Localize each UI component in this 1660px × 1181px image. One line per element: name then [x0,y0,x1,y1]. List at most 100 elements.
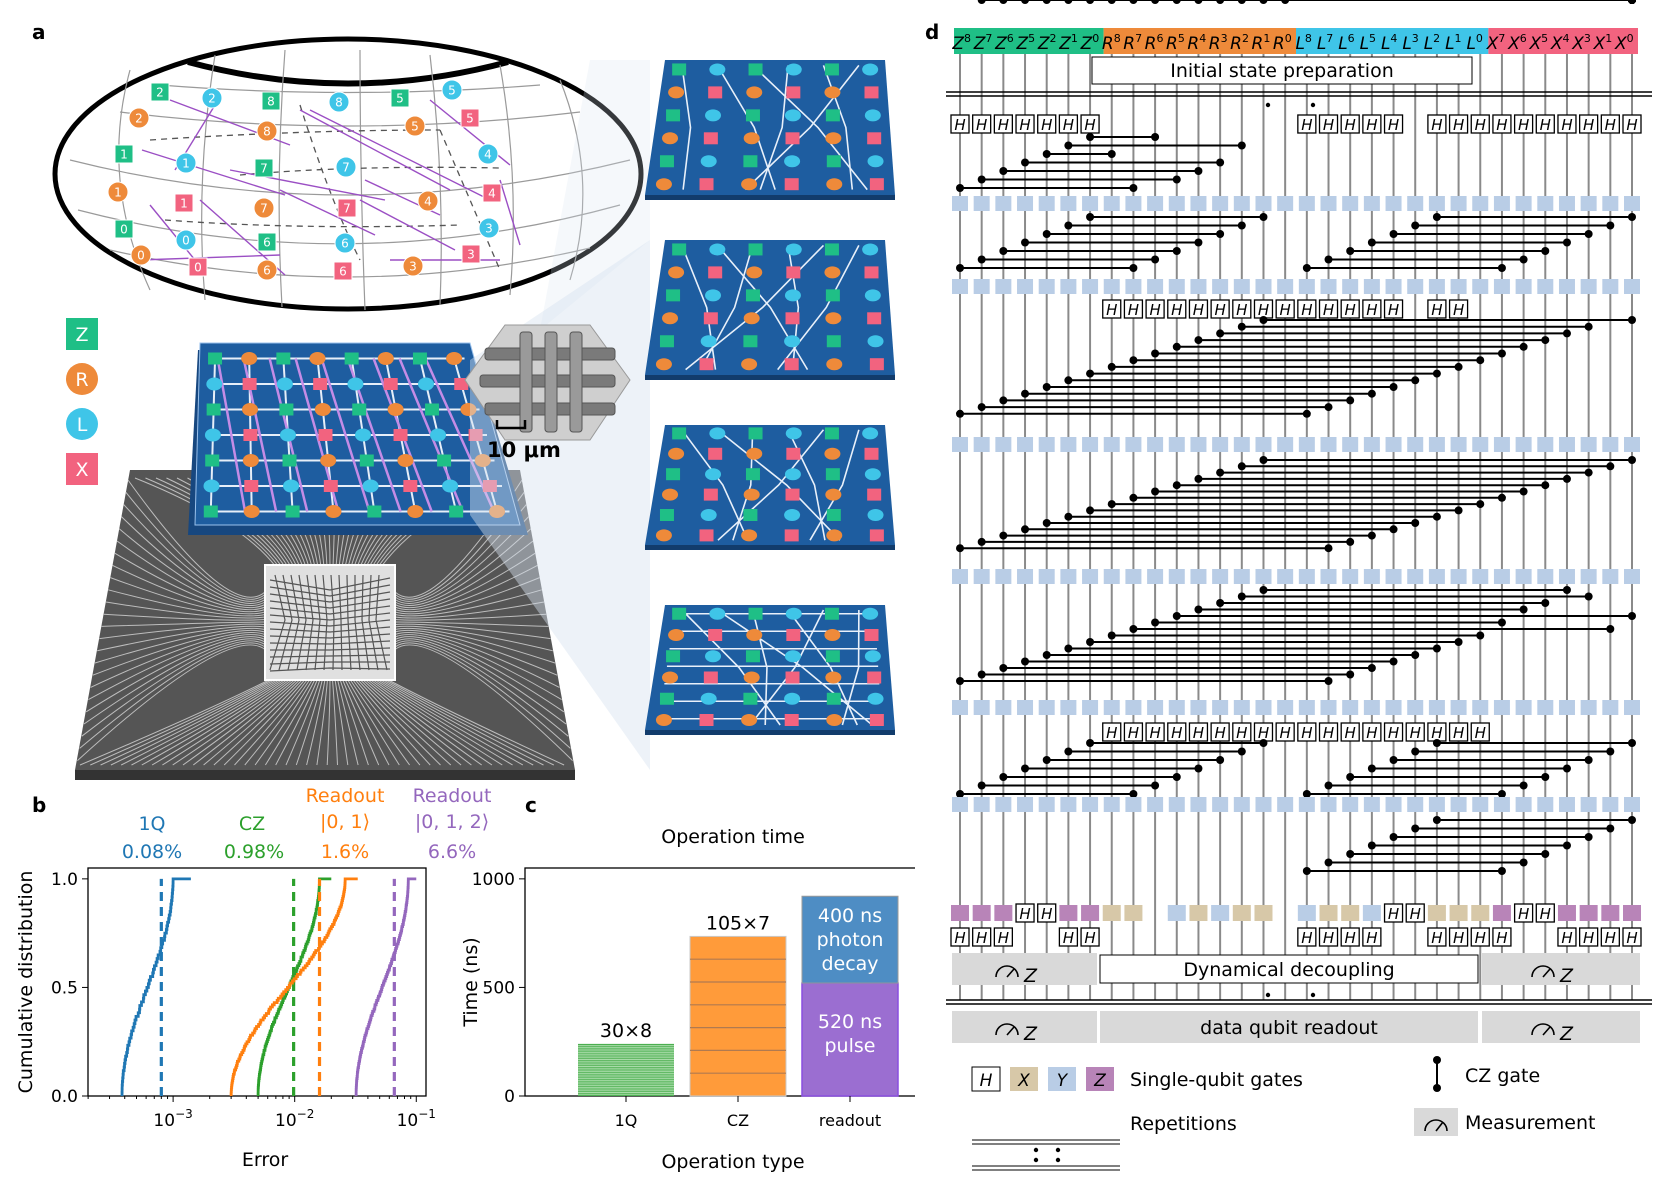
d-h-gate [1362,927,1382,947]
torus-node-label: 6 [263,236,271,250]
svg-text:H: H [1280,301,1291,319]
d-h-gate [1362,114,1382,134]
svg-text:H: H [1193,301,1204,319]
svg-text:H: H [1323,301,1334,319]
svg-text:H: H [1475,724,1486,742]
svg-text:H: H [1345,929,1356,947]
d-h-gate [1015,114,1035,134]
d-h-gate [1188,299,1209,319]
d-h-gate [1145,722,1165,742]
d-header-label: L4 [1381,32,1397,54]
b-header-name-2: Readout [306,785,385,807]
d-h-gate [1275,299,1295,319]
legend-gate-h [971,1066,1001,1092]
svg-text:H: H [1301,724,1312,742]
svg-text:H: H [1019,905,1030,923]
svg-text:H: H [1171,724,1182,742]
d-readout-label: data qubit readout [1200,1017,1378,1039]
svg-text:H: H [1345,301,1356,319]
svg-text:H: H [1149,301,1160,319]
d-h-gate [1492,927,1512,947]
torus-node-r6 [256,259,278,281]
svg-text:H: H [1626,116,1637,134]
d-h-gate [1058,927,1079,947]
d-h-gate [1383,722,1404,742]
torus-node-label: 1 [120,148,128,162]
svg-text:H: H [1301,929,1312,947]
b-xtick: 10−2 [275,1107,314,1131]
d-header-label: Z6 [994,32,1014,54]
svg-text:H: H [1106,724,1117,742]
svg-text:Y: Y [1057,1071,1069,1091]
panel-b-chart: 1Q0.08%CZ0.98%Readout|0, 1⟩1.6%Readout|0… [15,785,491,1171]
svg-text:H: H [1388,905,1399,923]
svg-text:H: H [1518,116,1529,134]
svg-text:H: H [1518,905,1529,923]
torus-node-label: 6 [341,237,349,251]
d-header-label: L3 [1402,32,1418,54]
legend-label-l: L [77,414,88,436]
torus-node-label: 8 [335,96,343,110]
d-header-label: R0 [1273,32,1292,54]
d-h-gate [1535,114,1555,134]
svg-text:H: H [1431,116,1442,134]
svg-text:H: H [1453,929,1464,947]
c-xtick-1: CZ [727,1111,749,1130]
d-h-gate [1448,927,1469,947]
svg-text:H: H [1431,301,1442,319]
torus-node-label: 2 [135,112,143,126]
torus-node-label: 7 [260,202,268,216]
svg-text:H: H [1366,301,1377,319]
torus-node-r7 [253,197,275,219]
svg-text:H: H [1323,724,1334,742]
d-h-gate [993,927,1014,947]
d-readout-box-left [952,1011,1097,1043]
svg-text:H: H [1496,929,1507,947]
svg-text:Z: Z [1023,965,1038,987]
c-xtick-2: readout [819,1111,881,1130]
b-cdf-curve-0 [120,877,191,1096]
svg-text:H: H [1366,724,1377,742]
b-header-value-3: 6.6% [428,841,476,863]
d-h-gate [1557,114,1577,134]
b-header-value-2: 1.6% [321,841,369,863]
d-header-label: L5 [1360,32,1376,54]
torus-node-label: 1 [114,186,122,200]
legend-repetitions: Repetitions [1130,1113,1237,1135]
b-header-sub-2: |0, 1⟩ [320,811,370,833]
svg-text:H: H [1323,929,1334,947]
d-h-gate [1102,299,1122,319]
d-readout-box-right [1482,1011,1640,1043]
d-h-gate [1383,903,1404,923]
svg-text:H: H [954,116,965,134]
d-h-gate [1405,722,1425,742]
torus-node-l8 [328,91,350,113]
d-h-gate [1297,114,1317,134]
legend-measurement: Measurement [1465,1112,1595,1134]
svg-text:H: H [1453,116,1464,134]
svg-text:H: H [1128,301,1139,319]
d-h-gate [993,114,1014,134]
svg-text:H: H [1605,116,1616,134]
svg-text:H: H [1214,724,1225,742]
d-header-label: R8 [1102,32,1121,54]
d-h-gate [1448,299,1469,319]
torus-node-label: 6 [339,265,347,279]
b-header-sub-3: |0, 1, 2⟩ [415,811,489,833]
d-header-block-x [1488,28,1638,54]
torus-node-l5 [441,79,463,101]
svg-text:H: H [1301,116,1312,134]
d-h-gate [1340,114,1360,134]
torus-node-x3 [461,244,481,264]
legend-z-square [66,318,98,350]
svg-text:Z: Z [1559,965,1574,987]
d-dd-box [1099,954,1479,984]
b-header-value-1: 0.98% [224,841,284,863]
torus-node-l2 [201,87,223,109]
d-header-label: Z5 [1015,32,1035,54]
b-header-name-1: CZ [239,813,265,835]
torus-node-z7 [254,158,274,178]
